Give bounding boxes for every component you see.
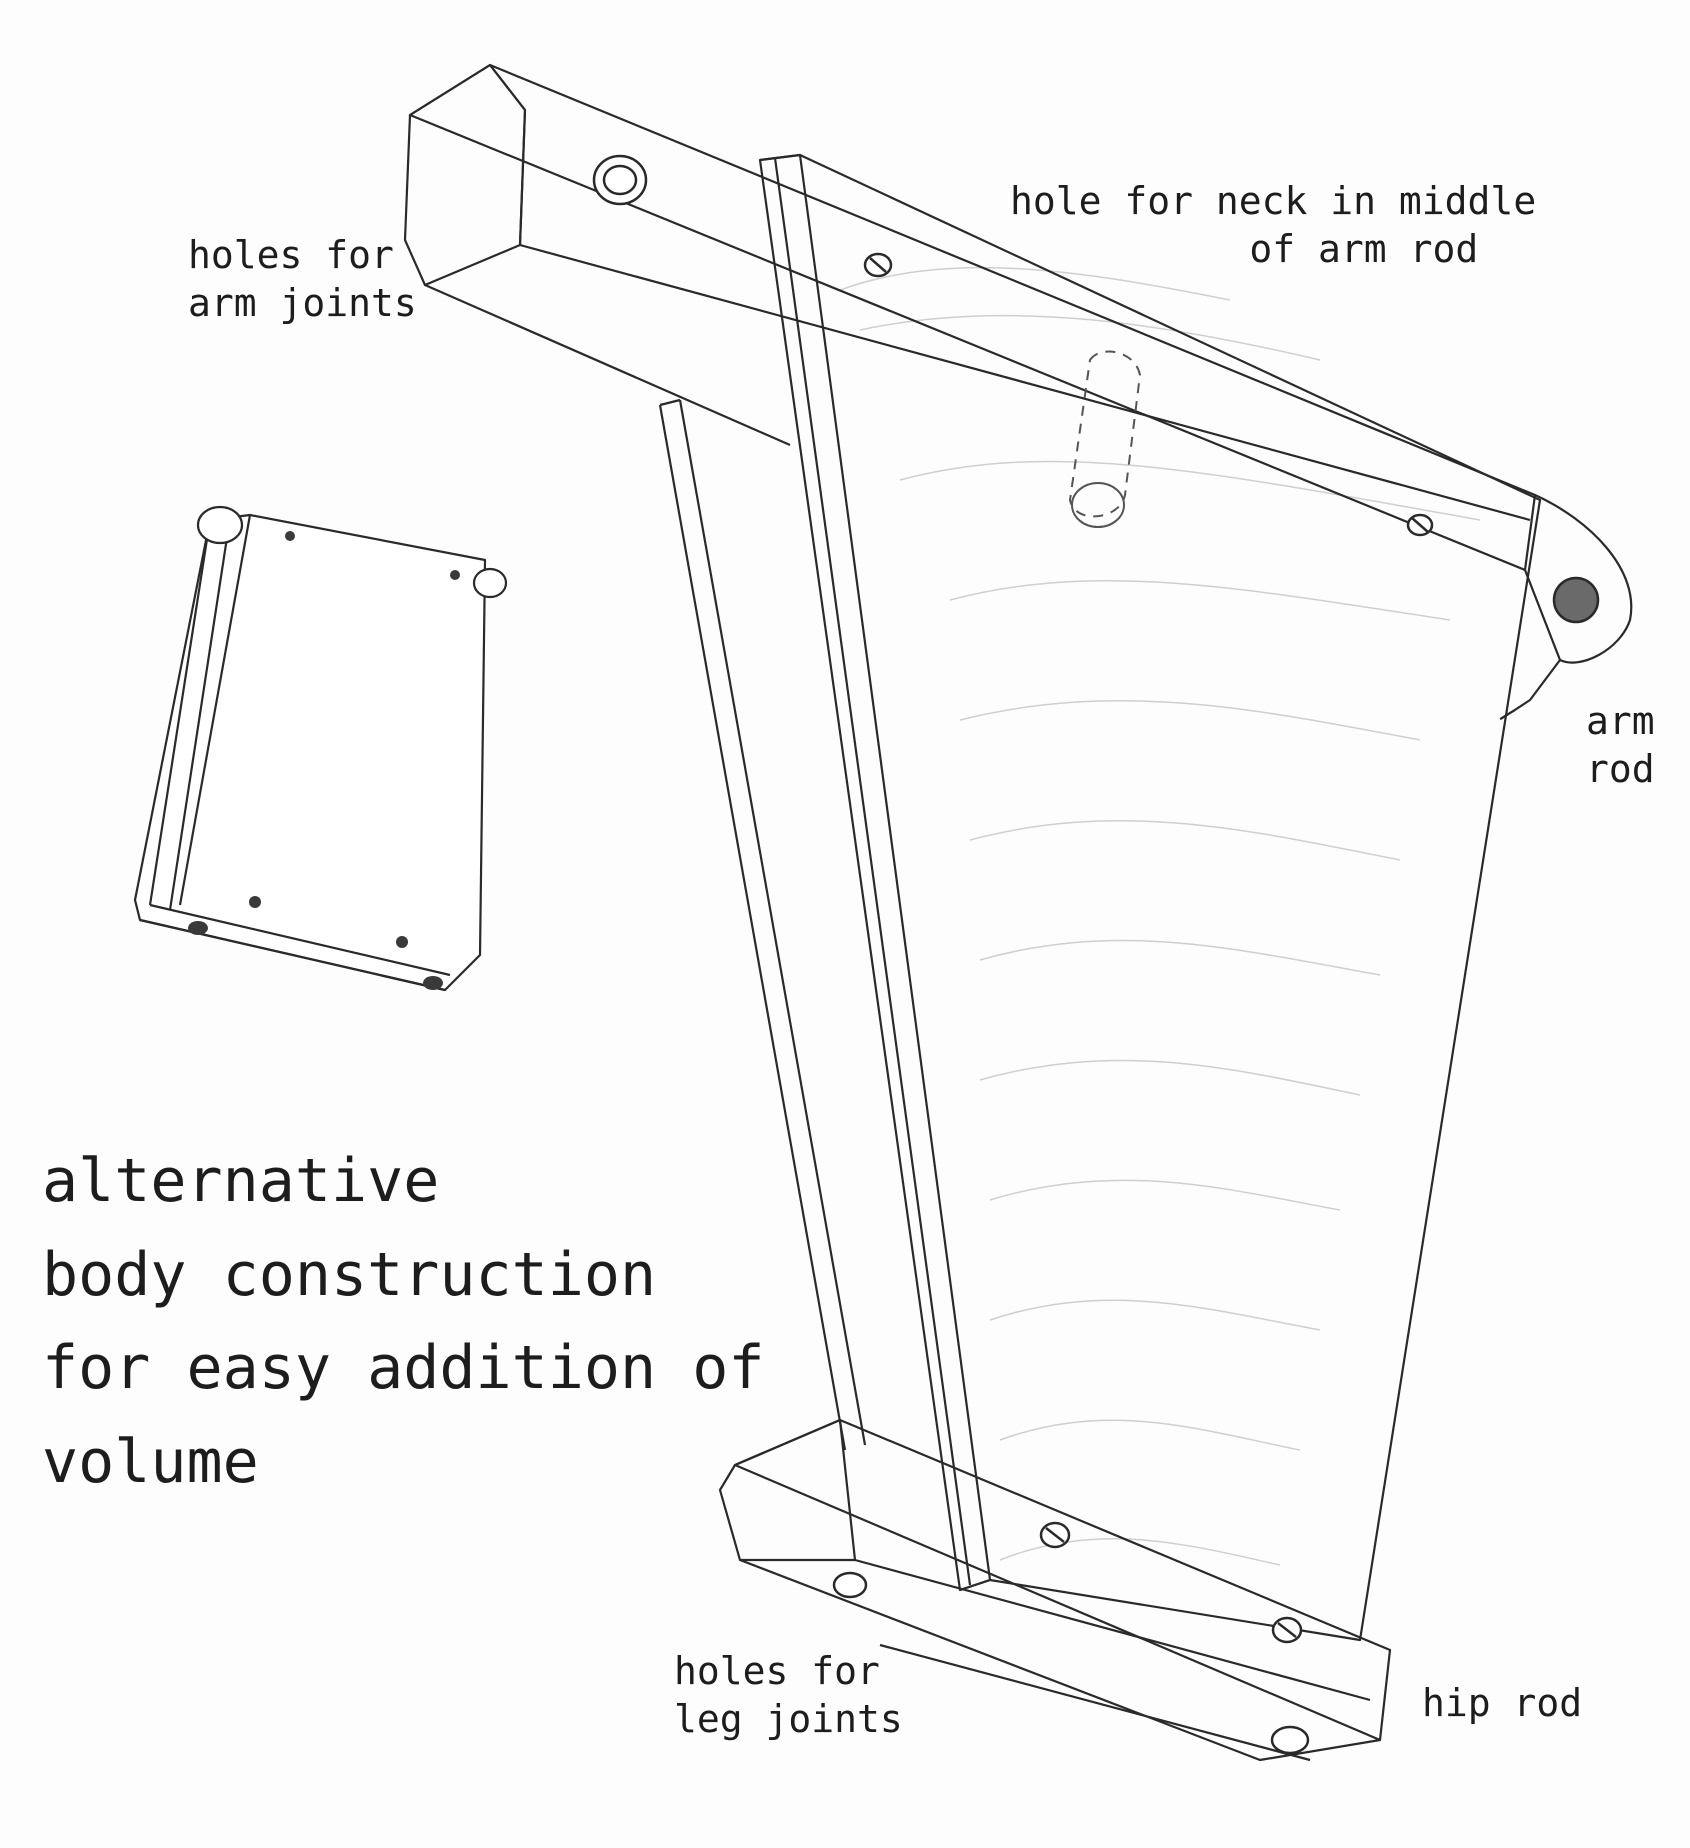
neck-hole bbox=[1068, 350, 1142, 528]
panel-shading bbox=[839, 266, 1481, 1566]
label-line: arm bbox=[1586, 699, 1655, 743]
label-neck-hole: hole for neck in middle of arm rod bbox=[1010, 178, 1536, 273]
label-line: rod bbox=[1586, 746, 1655, 791]
label-hip-rod: hip rod bbox=[1422, 1681, 1583, 1725]
arm-joint-hole-right bbox=[1552, 576, 1600, 624]
label-line: leg joints bbox=[674, 1696, 903, 1741]
side-panel-piece bbox=[133, 505, 508, 992]
side-panel-holes bbox=[188, 531, 460, 990]
title-line: volume bbox=[42, 1426, 259, 1497]
frame-holes bbox=[592, 154, 1600, 1755]
leg-joint-hole bbox=[832, 1571, 868, 1599]
title-line: alternative bbox=[42, 1146, 440, 1216]
title-line: body construction bbox=[42, 1239, 657, 1310]
front-spine bbox=[758, 153, 992, 1592]
label-line: hole for neck in middle bbox=[1010, 179, 1537, 223]
label-line: arm joints bbox=[188, 280, 417, 325]
main-body-frame bbox=[403, 63, 1633, 1762]
hip-rod-end-cap bbox=[718, 1418, 857, 1562]
label-line: of arm rod bbox=[1249, 226, 1479, 271]
back-spine bbox=[658, 399, 867, 1451]
title-line: for easy addition of bbox=[42, 1333, 765, 1404]
label-arm-joint-holes: holes for arm joints bbox=[188, 232, 417, 327]
label-leg-joint-holes: holes for leg joints bbox=[674, 1648, 903, 1743]
label-arm-rod: arm rod bbox=[1586, 698, 1655, 793]
label-line: holes for bbox=[674, 1649, 880, 1693]
label-line: holes for bbox=[188, 233, 394, 277]
arm-rod-end-cap bbox=[403, 63, 527, 287]
leg-joint-hole bbox=[1270, 1725, 1310, 1755]
arm-rod-top-face bbox=[408, 63, 1537, 572]
title-note: alternative body construction for easy a… bbox=[42, 1135, 764, 1509]
